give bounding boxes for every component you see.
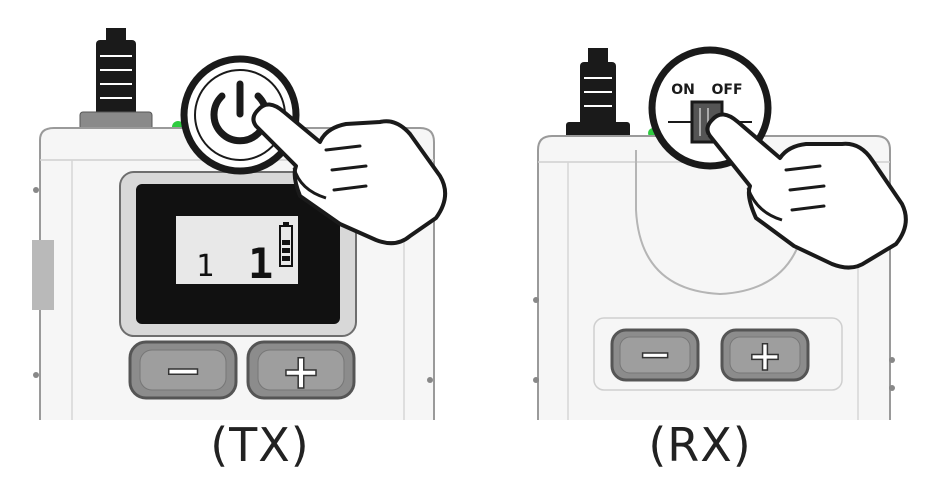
tx-lcd-right-digit: 1 bbox=[248, 239, 273, 288]
tx-transmitter: 1 1 − + bbox=[32, 28, 448, 420]
tx-lcd-display bbox=[176, 216, 298, 284]
rx-minus-button[interactable]: − bbox=[610, 328, 700, 382]
switch-on-label: ON bbox=[671, 82, 695, 98]
plus-symbol: + bbox=[281, 344, 321, 400]
tx-minus-button[interactable]: − bbox=[128, 340, 238, 400]
rx-receiver: − + ON OFF bbox=[533, 46, 908, 420]
minus-symbol: − bbox=[164, 343, 203, 397]
tx-antenna bbox=[79, 28, 153, 131]
battery-icon bbox=[279, 222, 293, 267]
tx-caption: (TX) bbox=[210, 418, 310, 472]
switch-off-label: OFF bbox=[711, 82, 742, 98]
rx-antenna bbox=[566, 48, 630, 138]
plus-symbol: + bbox=[747, 331, 782, 380]
rx-caption: (RX) bbox=[648, 418, 752, 472]
tx-side-clip bbox=[32, 240, 54, 310]
power-button-callout[interactable] bbox=[180, 55, 300, 175]
rx-hand-pointer bbox=[705, 112, 908, 270]
tx-lcd-left-digit: 1 bbox=[196, 249, 214, 284]
minus-symbol: − bbox=[638, 332, 672, 378]
rx-plus-button[interactable]: + bbox=[720, 328, 810, 382]
tx-plus-button[interactable]: + bbox=[246, 340, 356, 401]
tx-hand-pointer bbox=[251, 102, 448, 246]
